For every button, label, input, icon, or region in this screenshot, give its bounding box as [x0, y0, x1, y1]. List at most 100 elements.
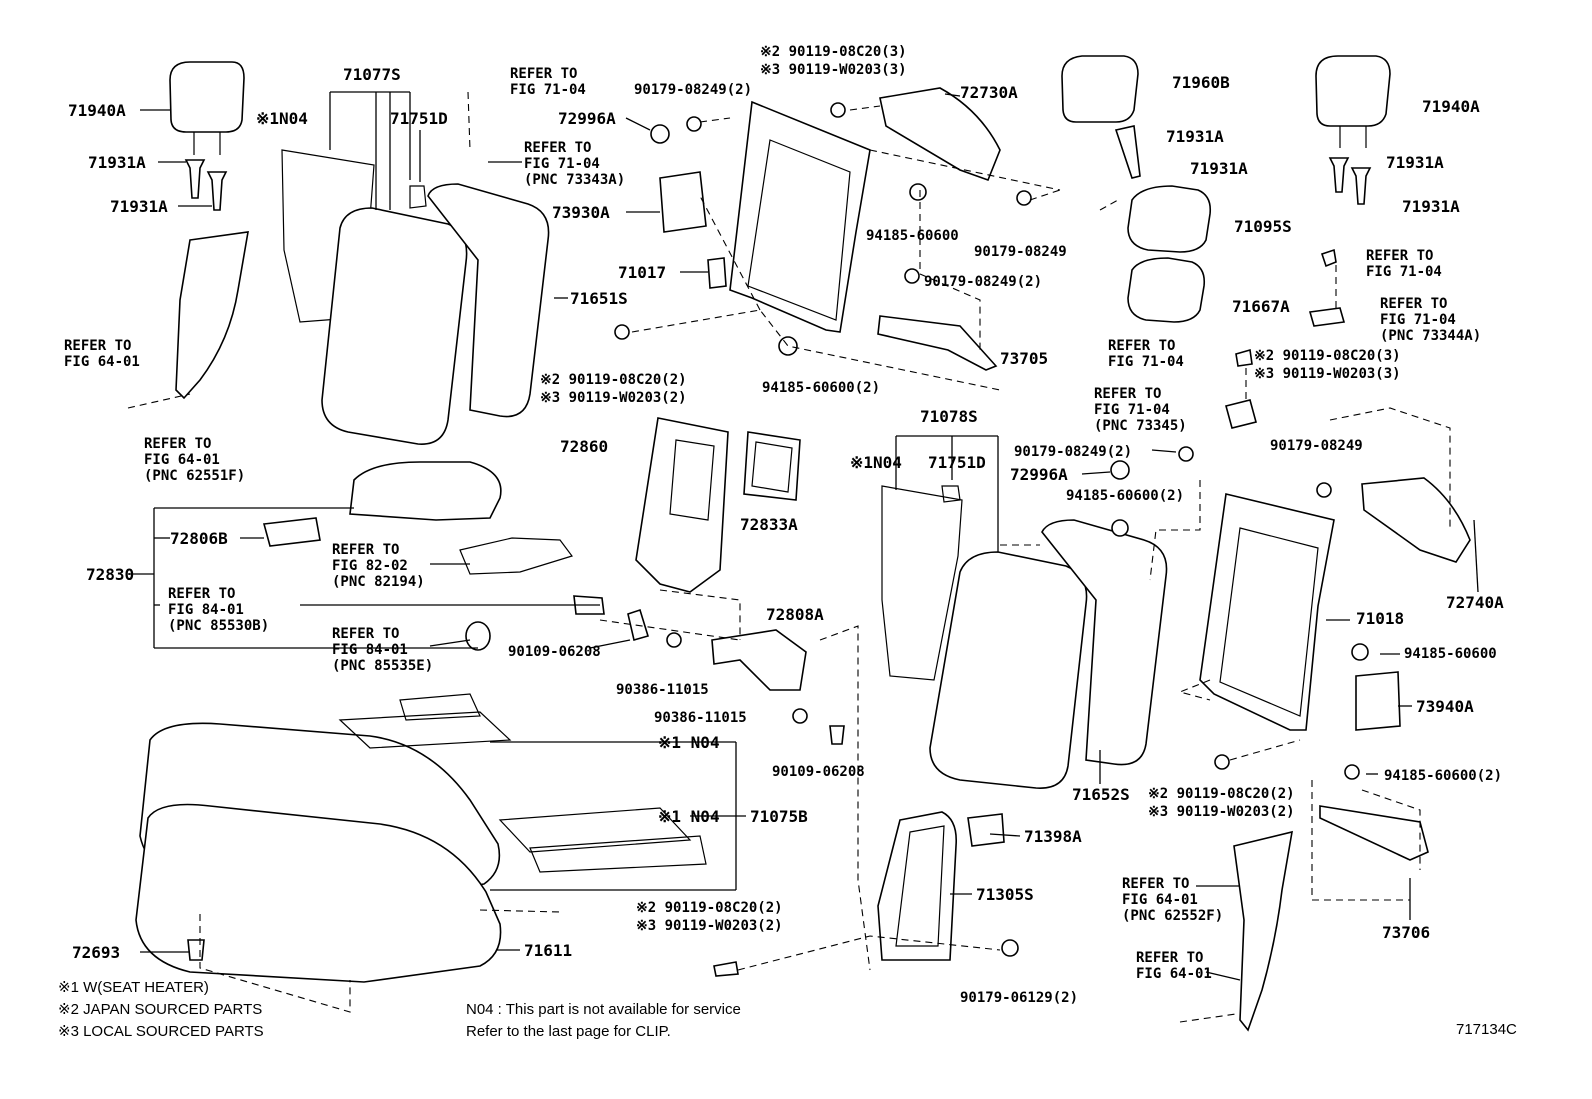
part-number-90119-08C20-2b: ※2 90119-08C20(2) [1148, 786, 1295, 802]
refer-71-04-f-line1: REFER TO [1094, 386, 1161, 402]
part-number-N04-1: ※1N04 [256, 109, 308, 128]
part-number-90109-06208-b: 90109-06208 [772, 764, 865, 780]
footnote-clip: Refer to the last page for CLIP. [466, 1023, 671, 1040]
part-number-N04-2: ※1N04 [850, 453, 902, 472]
refer-84-01-a-line2: FIG 84-01 [168, 602, 244, 618]
armrest-box-shape [627, 417, 845, 745]
refer-64-01-c-line1: REFER TO [1122, 876, 1189, 892]
part-number-73930A: 73930A [552, 203, 610, 222]
part-number-71931A-l1: 71931A [88, 153, 146, 172]
part-number-73940A: 73940A [1416, 697, 1474, 716]
part-number-90119-08C20-3b: ※2 90119-08C20(3) [1254, 348, 1401, 364]
refer-64-01-b-line2: FIG 64-01 [144, 452, 220, 468]
part-number-90179-08249-a: 90179-08249 [974, 244, 1067, 260]
part-number-71940A-left: 71940A [68, 101, 126, 120]
refer-71-04-b-line3: (PNC 73343A) [524, 172, 625, 188]
part-number-71095S: 71095S [1234, 217, 1292, 236]
headrest-left-shape [169, 61, 245, 211]
part-number-71931A-r2: 71931A [1402, 197, 1460, 216]
part-number-71667A: 71667A [1232, 297, 1290, 316]
part-number-71651S: 71651S [570, 289, 628, 308]
part-number-90119-W0203-3a: ※3 90119-W0203(3) [760, 62, 907, 78]
part-number-71077S: 71077S [343, 65, 401, 84]
part-number-73705: 73705 [1000, 349, 1048, 368]
part-number-71931A-m1: 71931A [1166, 127, 1224, 146]
headrest-right-shapes [1061, 55, 1391, 429]
refer-64-01-a-line1: REFER TO [64, 338, 131, 354]
part-number-94185-60600-b: 94185-60600 [1404, 646, 1497, 662]
center-bracket-shape [713, 811, 1019, 977]
refer-71-04-b-line2: FIG 71-04 [524, 156, 600, 172]
refer-84-01-b-line3: (PNC 85535E) [332, 658, 433, 674]
refer-84-01-a-line3: (PNC 85530B) [168, 618, 269, 634]
part-number-71017: 71017 [618, 263, 666, 282]
part-number-N04-3: ※1 N04 [658, 733, 720, 752]
refer-64-01-b-line1: REFER TO [144, 436, 211, 452]
seatback-right-shape [881, 446, 1194, 789]
part-number-94185-60600-2b: 94185-60600(2) [1066, 488, 1184, 504]
leader-lines [128, 91, 1479, 981]
part-number-90386-11015-b: 90386-11015 [654, 710, 747, 726]
part-number-90119-W0203-2a: ※3 90119-W0203(2) [540, 390, 687, 406]
part-number-71652S: 71652S [1072, 785, 1130, 804]
refer-82-02-line2: FIG 82-02 [332, 558, 408, 574]
side-cover-right-shape [1233, 830, 1293, 1032]
part-number-72996A-1: 72996A [558, 109, 616, 128]
part-number-90179-08249-2b: 90179-08249(2) [924, 274, 1042, 290]
part-number-90119-08C20-3a: ※2 90119-08C20(3) [760, 44, 907, 60]
part-number-73706: 73706 [1382, 923, 1430, 942]
seatback-frame-left-shape [614, 87, 1032, 371]
refer-71-04-c-line1: REFER TO [1366, 248, 1433, 264]
refer-71-04-d-line2: FIG 71-04 [1380, 312, 1456, 328]
footnote-n04: N04 : This part is not available for ser… [466, 1001, 741, 1018]
part-number-90386-11015-a: 90386-11015 [616, 682, 709, 698]
part-number-labels: 71077S 71940A 71931A 71931A 71751D ※1N04… [68, 44, 1517, 1038]
refer-64-01-b-line3: (PNC 62551F) [144, 468, 245, 484]
part-number-90179-06129-2: 90179-06129(2) [960, 990, 1078, 1006]
seatback-frame-right-shape [1199, 477, 1471, 861]
part-number-72833A: 72833A [740, 515, 798, 534]
refer-64-01-a-line2: FIG 64-01 [64, 354, 140, 370]
footnotes: ※1 W(SEAT HEATER) ※2 JAPAN SOURCED PARTS… [58, 979, 741, 1040]
part-number-72730A: 72730A [960, 83, 1018, 102]
part-number-90179-08249-2a: 90179-08249(2) [634, 82, 752, 98]
refer-71-04-d-line1: REFER TO [1380, 296, 1447, 312]
part-number-71751D-1: 71751D [390, 109, 448, 128]
part-number-90179-08249-b: 90179-08249 [1270, 438, 1363, 454]
seatback-left-shape [281, 149, 550, 445]
dashed-lines [127, 105, 1451, 1023]
refer-71-04-a-line2: FIG 71-04 [510, 82, 586, 98]
footnote-local-sourced: ※3 LOCAL SOURCED PARTS [58, 1023, 264, 1040]
part-number-90119-W0203-3b: ※3 90119-W0203(3) [1254, 366, 1401, 382]
part-number-71940A-right: 71940A [1422, 97, 1480, 116]
footnote-japan-sourced: ※2 JAPAN SOURCED PARTS [58, 1001, 262, 1018]
part-number-94185-60600-2a: 94185-60600(2) [762, 380, 880, 396]
side-cover-left-shape [175, 231, 249, 400]
part-number-72830: 72830 [86, 565, 134, 584]
refer-71-04-d-line3: (PNC 73344A) [1380, 328, 1481, 344]
refer-71-04-a-line1: REFER TO [510, 66, 577, 82]
refer-64-01-d-line1: REFER TO [1136, 950, 1203, 966]
part-number-71960B: 71960B [1172, 73, 1230, 92]
part-number-71931A-r1: 71931A [1386, 153, 1444, 172]
refer-to-labels: REFER TO FIG 71-04 REFER TO FIG 71-04 (P… [64, 66, 1481, 982]
part-number-71931A-l2: 71931A [110, 197, 168, 216]
part-number-90119-W0203-2c: ※3 90119-W0203(2) [636, 918, 783, 934]
part-number-90119-W0203-2b: ※3 90119-W0203(2) [1148, 804, 1295, 820]
refer-64-01-c-line3: (PNC 62552F) [1122, 908, 1223, 924]
refer-84-01-b-line1: REFER TO [332, 626, 399, 642]
refer-82-02-line3: (PNC 82194) [332, 574, 425, 590]
part-number-94185-60600-2c: 94185-60600(2) [1384, 768, 1502, 784]
refer-71-04-b-line1: REFER TO [524, 140, 591, 156]
part-number-71305S: 71305S [976, 885, 1034, 904]
refer-71-04-e-line1: REFER TO [1108, 338, 1175, 354]
refer-71-04-f-line3: (PNC 73345) [1094, 418, 1187, 434]
part-number-90119-08C20-2c: ※2 90119-08C20(2) [636, 900, 783, 916]
part-number-71075B: 71075B [750, 807, 808, 826]
refer-84-01-b-line2: FIG 84-01 [332, 642, 408, 658]
part-number-71398A: 71398A [1024, 827, 1082, 846]
part-number-71931A-m2: 71931A [1190, 159, 1248, 178]
part-number-N04-4: ※1 N04 [658, 807, 720, 826]
